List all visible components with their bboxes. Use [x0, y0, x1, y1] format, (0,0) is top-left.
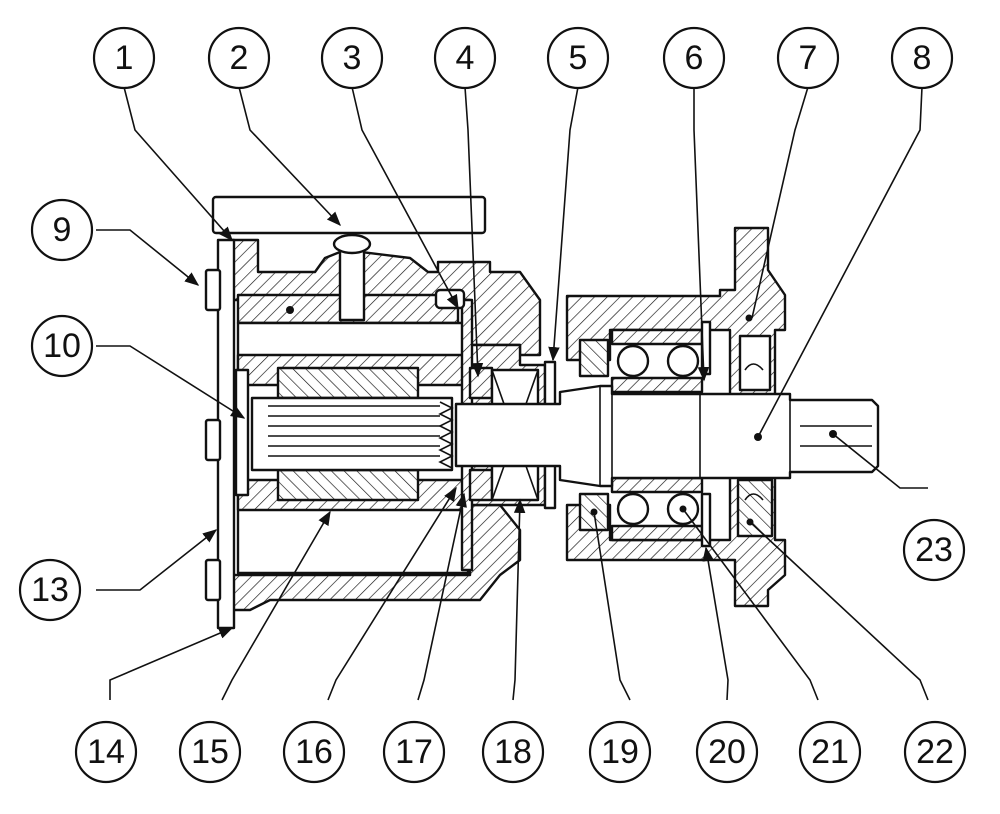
svg-text:13: 13 [31, 571, 69, 609]
callout-19: 19 [588, 720, 652, 784]
cover-screw-bottom [204, 558, 222, 602]
ball-bottom-left [616, 492, 650, 526]
svg-text:20: 20 [708, 733, 746, 771]
callout-17: 17 [382, 720, 446, 784]
callout-8: 6 [662, 26, 726, 90]
seal-17 [468, 468, 494, 502]
svg-text:16: 16 [295, 733, 333, 771]
inner-race-top [610, 376, 704, 394]
cover-screw-mid [204, 418, 222, 462]
callout-7: 5 [546, 26, 610, 90]
spline-lines [268, 401, 454, 469]
callout-6: 4 [433, 26, 497, 90]
circlip-20 [700, 492, 712, 548]
ball-top-left [616, 344, 650, 378]
svg-text:19: 19 [601, 733, 639, 771]
lip-seal-top [738, 334, 772, 392]
svg-text:6: 6 [685, 39, 704, 77]
impeller-top-vane [276, 366, 420, 400]
cover-screw-top [204, 268, 222, 312]
wear-plate [234, 368, 250, 497]
svg-text:10: 10 [43, 327, 81, 365]
svg-text:9: 9 [53, 211, 72, 249]
callout-1: 9 [30, 198, 94, 262]
callout-labels: 1 2 3 4 5 6 7 8 9 10 13 14 15 16 17 18 1… [18, 26, 967, 784]
cam-screw-head [332, 233, 372, 255]
callout-4: 1 [92, 26, 156, 90]
svg-text:21: 21 [811, 733, 849, 771]
splined-hub [250, 396, 454, 472]
svg-text:8: 8 [913, 39, 932, 77]
ball-top-right [666, 344, 700, 378]
callout-14: 14 [74, 720, 138, 784]
callout-13: 13 [18, 558, 82, 622]
seal-ring-top [578, 338, 610, 378]
outer-race-top [610, 328, 704, 346]
svg-text:22: 22 [916, 733, 954, 771]
svg-text:15: 15 [191, 733, 229, 771]
callout-20: 20 [695, 720, 759, 784]
callout-23: 23 [902, 518, 966, 582]
mounting-flange [211, 195, 487, 235]
outer-race-bottom [610, 524, 704, 542]
svg-text:18: 18 [494, 733, 532, 771]
svg-text:17: 17 [395, 733, 433, 771]
seal-6 [468, 366, 494, 400]
leader-lines [96, 86, 929, 701]
lip-seal-22 [736, 478, 774, 538]
svg-text:14: 14 [87, 733, 125, 771]
callout-21: 21 [798, 720, 862, 784]
svg-text:7: 7 [799, 39, 818, 77]
bearing-housing [565, 226, 787, 608]
svg-text:4: 4 [456, 39, 475, 77]
svg-text:3: 3 [343, 39, 362, 77]
callout-18: 18 [481, 720, 545, 784]
callout-15: 15 [178, 720, 242, 784]
svg-text:2: 2 [230, 39, 249, 77]
callout-3: 2 [207, 26, 271, 90]
inner-race-bottom [610, 476, 704, 494]
callout-10: 8 [890, 26, 954, 90]
callout-16: 16 [282, 720, 346, 784]
callout-5: 3 [320, 26, 384, 90]
impeller-bottom-vane [276, 468, 420, 502]
callout-2: 10 [30, 314, 94, 378]
svg-text:5: 5 [569, 39, 588, 77]
callout-22: 22 [903, 720, 967, 784]
svg-text:1: 1 [115, 39, 134, 77]
callout-9: 7 [776, 26, 840, 90]
svg-text:23: 23 [915, 531, 953, 569]
bearing-housing-shell [565, 226, 787, 397]
